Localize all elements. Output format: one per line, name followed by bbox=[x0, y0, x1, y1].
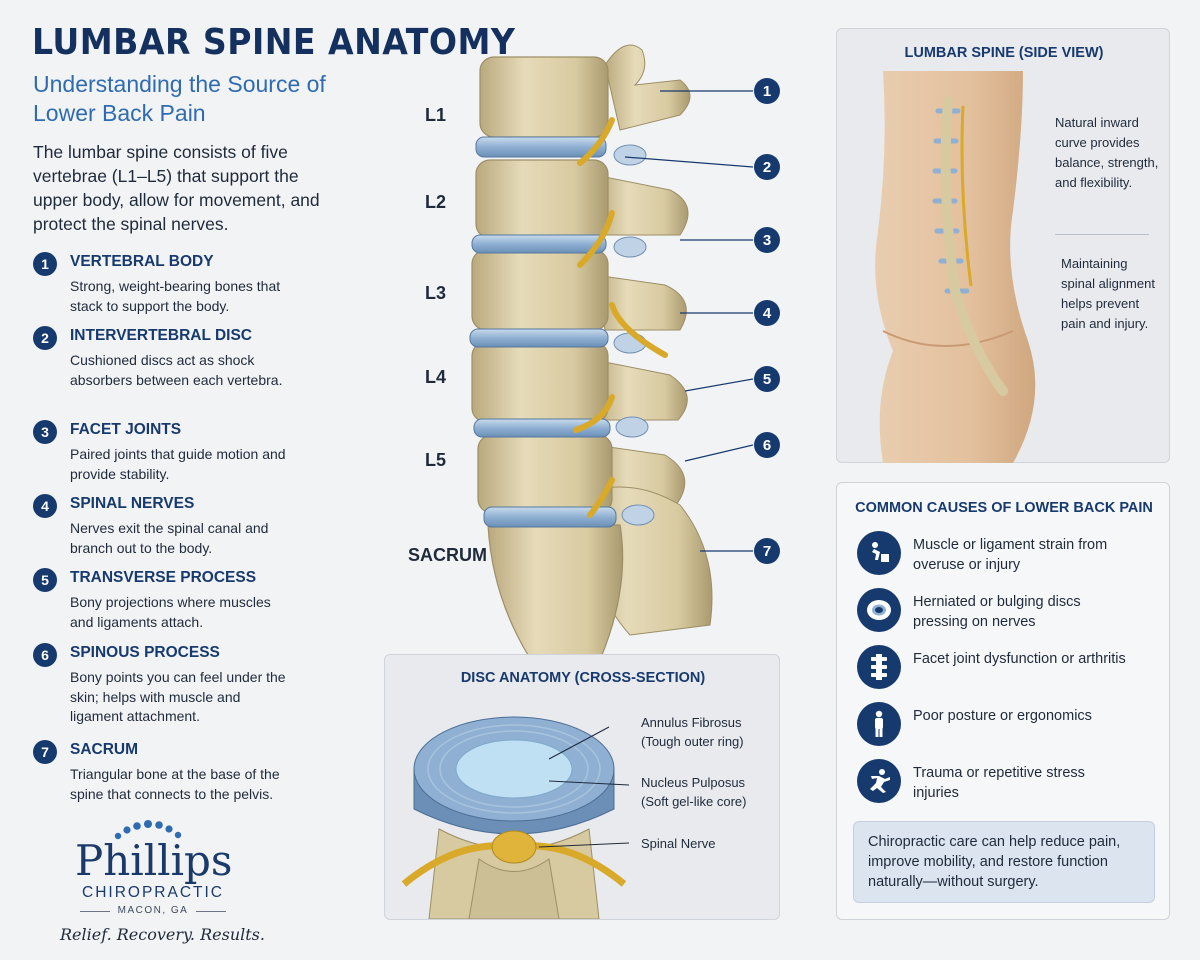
part-name: SPINOUS PROCESS bbox=[70, 644, 220, 661]
disc-cross-section-illustration bbox=[401, 716, 629, 919]
side-view-title: LUMBAR SPINE (SIDE VIEW) bbox=[904, 45, 1104, 61]
cause-text: Facet joint dysfunction or arthritis bbox=[913, 651, 1126, 667]
callout-2: 2 bbox=[754, 154, 780, 180]
lifting-icon bbox=[857, 531, 901, 575]
sacrum-shape bbox=[487, 524, 624, 655]
brand-tagline: Relief. Recovery. Results. bbox=[60, 925, 265, 944]
callout-3: 3 bbox=[754, 227, 780, 253]
part-description: Cushioned discs act as shock absorbers b… bbox=[70, 352, 283, 388]
cause-text: Muscle or ligament strain from overuse o… bbox=[913, 537, 1108, 573]
divider bbox=[196, 911, 226, 912]
part-number: 5 bbox=[33, 568, 57, 592]
part-description: Strong, weight-bearing bones that stack … bbox=[70, 278, 281, 314]
part-number: 2 bbox=[33, 326, 57, 350]
part-description: Triangular bone at the base of the spine… bbox=[70, 766, 280, 802]
disc-l2-l3 bbox=[471, 234, 607, 254]
cause-text: Herniated or bulging discs pressing on n… bbox=[913, 594, 1081, 630]
causes-title: COMMON CAUSES OF LOWER BACK PAIN bbox=[855, 500, 1153, 516]
disc-l1-l2 bbox=[475, 136, 607, 158]
part-description: Bony points you can feel under the skin;… bbox=[70, 669, 286, 724]
part-number: 1 bbox=[33, 252, 57, 276]
brand-subtitle: CHIROPRACTIC bbox=[82, 884, 224, 901]
part-description: Bony projections where muscles and ligam… bbox=[70, 594, 271, 630]
side-view-panel: LUMBAR SPINE (SIDE VIEW) Natural inward … bbox=[836, 28, 1170, 463]
annulus-label: Annulus Fibrosus bbox=[641, 715, 742, 730]
brand-location: MACON, GA bbox=[117, 905, 189, 916]
annulus-note: (Tough outer ring) bbox=[641, 734, 744, 749]
spinal-nerve-label: Spinal Nerve bbox=[641, 836, 716, 851]
posture-icon bbox=[857, 702, 901, 746]
vertebra-label-l5: L5 bbox=[425, 450, 447, 470]
side-view-note-alignment: Maintaining spinal alignment helps preve… bbox=[1061, 256, 1155, 331]
vertebra-label-l2: L2 bbox=[425, 192, 447, 212]
nucleus-label: Nucleus Pulposus bbox=[641, 775, 746, 790]
vertebra-label-l1: L1 bbox=[425, 105, 447, 125]
disc-anatomy-panel: DISC ANATOMY (CROSS-SECTION) Annulus Fib… bbox=[384, 654, 780, 920]
vertebral-body-l4 bbox=[471, 341, 609, 423]
cause-text: Trauma or repetitive stress injuries bbox=[913, 765, 1085, 801]
cause-text: Poor posture or ergonomics bbox=[913, 708, 1092, 724]
part-name: INTERVERTEBRAL DISC bbox=[70, 327, 253, 344]
vertebra-label-l4: L4 bbox=[425, 367, 447, 387]
part-description: Nerves exit the spinal canal and branch … bbox=[70, 520, 269, 556]
side-view-note-curve: Natural inward curve provides balance, s… bbox=[1055, 115, 1159, 190]
logo-dots-icon bbox=[114, 820, 182, 840]
vertebral-body-l2 bbox=[475, 159, 609, 239]
callout-5: 5 bbox=[754, 366, 780, 392]
page-subtitle: Understanding the Source of Lower Back P… bbox=[33, 71, 326, 126]
brand-name: Phillips bbox=[75, 836, 233, 885]
callout-6: 6 bbox=[754, 432, 780, 458]
vertebra-label-sacrum: SACRUM bbox=[408, 545, 487, 565]
disc-icon bbox=[857, 588, 901, 632]
disc-l5-s1 bbox=[483, 506, 617, 528]
vertebral-body-l3 bbox=[471, 249, 609, 331]
vertebral-body-l5 bbox=[477, 434, 613, 514]
page-title: LUMBAR SPINE ANATOMY bbox=[32, 22, 516, 63]
lumbar-spine-illustration bbox=[469, 44, 754, 655]
part-name: FACET JOINTS bbox=[70, 421, 182, 438]
spinous-process-l1 bbox=[604, 44, 691, 131]
part-description: Paired joints that guide motion and prov… bbox=[70, 446, 286, 482]
part-number: 3 bbox=[33, 420, 57, 444]
part-number: 4 bbox=[33, 494, 57, 518]
part-number: 6 bbox=[33, 643, 57, 667]
side-view-body-illustration bbox=[875, 71, 1036, 463]
causes-panel: COMMON CAUSES OF LOWER BACK PAIN Muscle … bbox=[836, 482, 1170, 920]
intro-text: The lumbar spine consists of five verteb… bbox=[33, 142, 320, 234]
callout-1: 1 bbox=[754, 78, 780, 104]
divider bbox=[80, 911, 110, 912]
disc-panel-title: DISC ANATOMY (CROSS-SECTION) bbox=[460, 670, 706, 686]
part-number: 7 bbox=[33, 740, 57, 764]
part-name: VERTEBRAL BODY bbox=[70, 253, 214, 270]
part-name: SPINAL NERVES bbox=[70, 495, 195, 512]
divider bbox=[1055, 234, 1149, 235]
part-name: SACRUM bbox=[70, 741, 139, 758]
callout-7: 7 bbox=[754, 538, 780, 564]
part-name: TRANSVERSE PROCESS bbox=[70, 569, 257, 586]
disc-l3-l4 bbox=[469, 328, 609, 348]
callout-4: 4 bbox=[754, 300, 780, 326]
chiropractic-cta: Chiropractic care can help reduce pain, … bbox=[853, 821, 1155, 903]
nucleus-note: (Soft gel-like core) bbox=[641, 794, 747, 809]
vertebral-body-l1 bbox=[479, 56, 609, 138]
fall-icon bbox=[857, 759, 901, 803]
spine-icon bbox=[857, 645, 901, 689]
vertebra-label-l3: L3 bbox=[425, 283, 447, 303]
